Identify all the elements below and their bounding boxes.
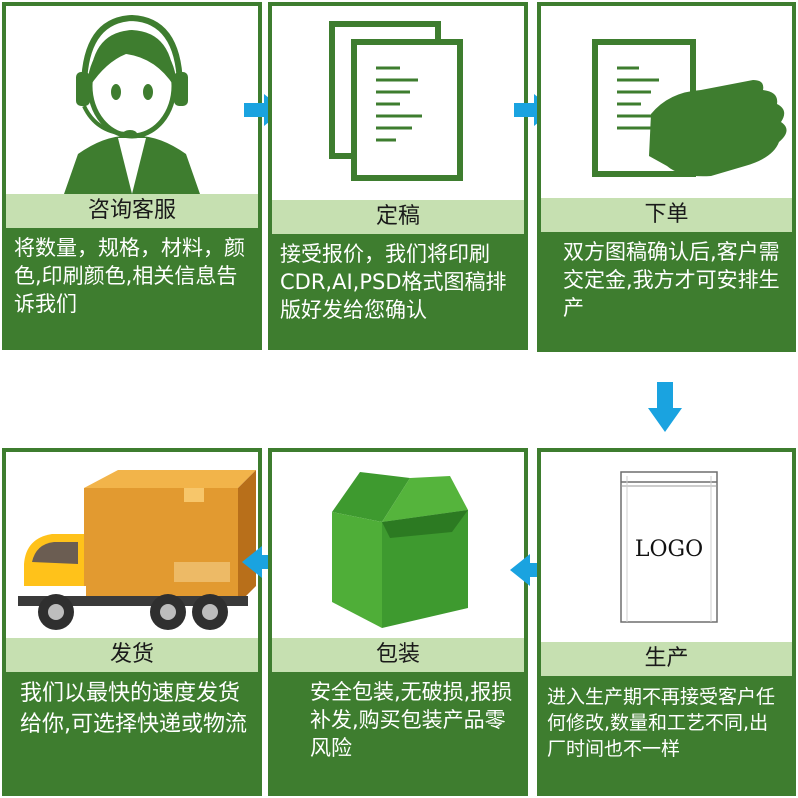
step-card-ship: 发货 我们以最快的速度发货给你,可选择快递或物流 <box>2 448 262 796</box>
step-description: 将数量，规格，材料，颜色,印刷颜色,相关信息告诉我们 <box>6 228 258 346</box>
documents-icon <box>329 21 463 181</box>
arrow-down-icon <box>648 382 682 432</box>
illustration <box>272 452 524 638</box>
logo-bag-icon: LOGO <box>620 471 718 623</box>
arrow-left-icon <box>242 546 282 578</box>
arrow-left-icon <box>510 554 550 586</box>
illustration <box>272 6 524 192</box>
step-description: 双方图稿确认后,客户需交定金,我方才可安排生产 <box>541 232 792 348</box>
step-card-production: LOGO 生产 进入生产期不再接受客户任何修改,数量和工艺不同,出厂时间也不一样 <box>537 448 796 796</box>
headset-agent-icon <box>64 14 200 194</box>
step-card-consult: 咨询客服 将数量，规格，材料，颜色,印刷颜色,相关信息告诉我们 <box>2 2 262 350</box>
step-title: 生产 <box>541 642 792 676</box>
step-description: 安全包装,无破损,报损补发,购买包装产品零风险 <box>272 672 524 792</box>
document-hand-icon <box>592 39 787 177</box>
step-title: 下单 <box>541 198 792 232</box>
step-title: 包装 <box>272 638 524 672</box>
step-title: 咨询客服 <box>6 194 258 228</box>
step-card-order: 下单 双方图稿确认后,客户需交定金,我方才可安排生产 <box>537 2 796 352</box>
illustration <box>541 6 792 192</box>
step-title: 定稿 <box>272 200 524 234</box>
step-card-finalize: 定稿 接受报价，我们将印刷CDR,AI,PSD格式图稿排版好发给您确认 <box>268 2 528 350</box>
step-description: 我们以最快的速度发货给你,可选择快递或物流 <box>6 672 258 792</box>
bag-logo-label: LOGO <box>635 537 703 562</box>
green-box-icon <box>332 472 468 628</box>
illustration: LOGO <box>541 452 792 642</box>
illustration <box>6 452 258 642</box>
delivery-truck-icon <box>18 470 256 630</box>
step-description: 接受报价，我们将印刷CDR,AI,PSD格式图稿排版好发给您确认 <box>272 234 524 346</box>
illustration <box>6 6 258 194</box>
step-card-package: 包装 安全包装,无破损,报损补发,购买包装产品零风险 <box>268 448 528 796</box>
step-description: 进入生产期不再接受客户任何修改,数量和工艺不同,出厂时间也不一样 <box>541 676 792 792</box>
step-title: 发货 <box>6 638 258 672</box>
